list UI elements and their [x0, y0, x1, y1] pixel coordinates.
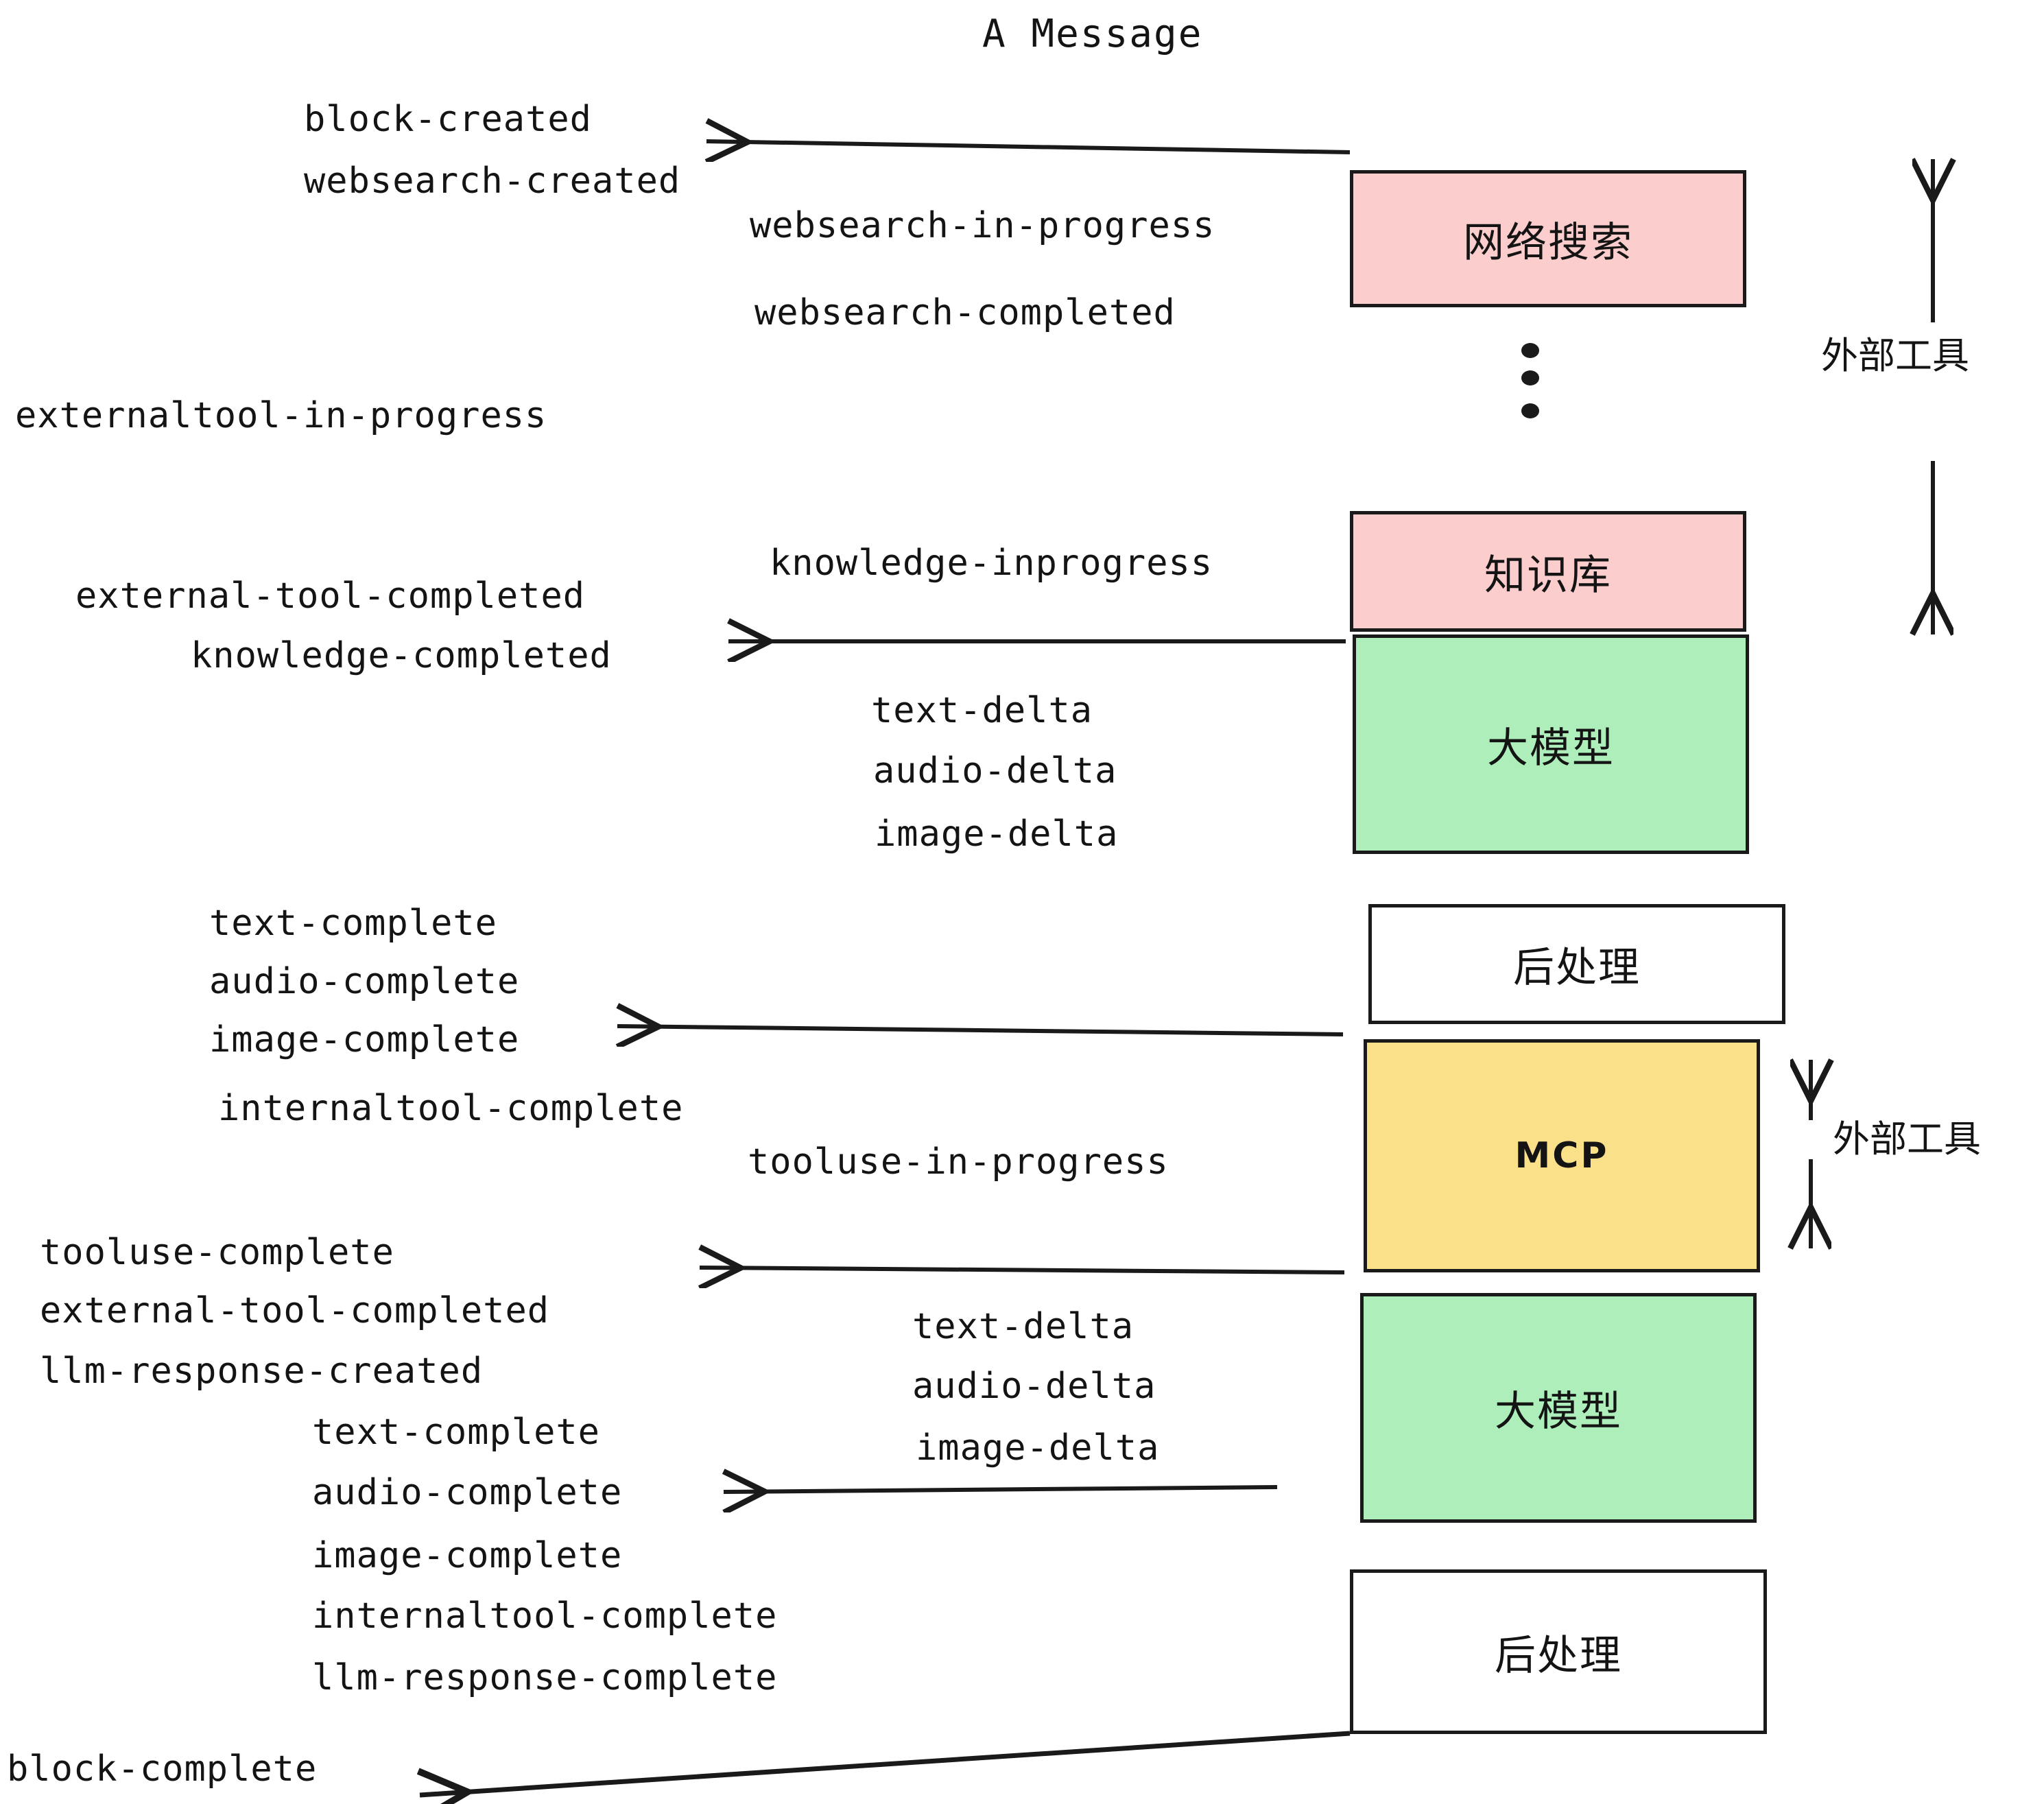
event-image-complete-1: image-complete — [209, 1019, 520, 1060]
node-llm-2-label: 大模型 — [1495, 1388, 1622, 1436]
arrow-mcp-to-tooluse — [700, 1268, 1345, 1272]
node-knowledge[interactable]: 知识库 — [1350, 511, 1746, 632]
event-websearch-in-progress: websearch-in-progress — [750, 205, 1215, 246]
node-postprocess-2[interactable]: 后处理 — [1350, 1569, 1767, 1734]
event-audio-delta-1: audio-delta — [873, 750, 1117, 792]
event-external-tool-completed-2: external-tool-completed — [40, 1290, 550, 1331]
node-llm-2[interactable]: 大模型 — [1360, 1293, 1757, 1523]
event-image-delta-1: image-delta — [875, 814, 1119, 855]
side-label-external-tools-bottom: 外部工具 — [1833, 1117, 1981, 1161]
ellipsis-dot-3 — [1521, 403, 1539, 418]
event-llm-response-created: llm-response-created — [40, 1351, 484, 1392]
event-audio-complete-1: audio-complete — [209, 961, 520, 1002]
event-image-complete-2: image-complete — [312, 1535, 623, 1576]
node-knowledge-label: 知识库 — [1484, 551, 1612, 600]
event-websearch-completed: websearch-completed — [754, 292, 1176, 333]
ellipsis-dot-1 — [1521, 343, 1539, 358]
diagram-title: A Message — [982, 12, 1203, 56]
event-internaltool-complete-1: internaltool-complete — [218, 1088, 684, 1129]
event-websearch-created: websearch-created — [304, 161, 681, 202]
node-mcp-label: MCP — [1514, 1135, 1609, 1176]
event-internaltool-complete-2: internaltool-complete — [312, 1595, 778, 1637]
event-image-delta-2: image-delta — [916, 1427, 1160, 1469]
event-text-delta-1: text-delta — [871, 690, 1093, 731]
node-llm-1-label: 大模型 — [1487, 724, 1615, 772]
node-postprocess-2-label: 后处理 — [1495, 1631, 1622, 1680]
event-knowledge-inprogress: knowledge-inprogress — [770, 543, 1213, 584]
event-audio-complete-2: audio-complete — [312, 1472, 623, 1513]
arrow-postprocess1-to-complete — [617, 1026, 1344, 1034]
event-tooluse-in-progress: tooluse-in-progress — [748, 1141, 1169, 1183]
arrow-llm2-to-audio-complete — [724, 1487, 1278, 1492]
event-tooluse-complete: tooluse-complete — [40, 1232, 394, 1273]
ellipsis-dot-2 — [1521, 370, 1539, 385]
event-externaltool-in-progress: externaltool-in-progress — [15, 395, 547, 436]
event-text-delta-2: text-delta — [912, 1306, 1134, 1347]
node-websearch-label: 网络搜索 — [1463, 218, 1633, 267]
arrow-postprocess2-to-block-complete — [420, 1731, 1351, 1795]
event-llm-response-complete: llm-response-complete — [312, 1657, 778, 1698]
side-label-external-tools-top: 外部工具 — [1821, 334, 1969, 377]
event-block-created: block-created — [304, 99, 592, 140]
node-websearch[interactable]: 网络搜索 — [1350, 170, 1746, 307]
event-text-complete-2: text-complete — [312, 1412, 600, 1453]
event-text-complete-1: text-complete — [209, 903, 497, 944]
node-postprocess-1-label: 后处理 — [1513, 944, 1641, 992]
event-knowledge-completed: knowledge-completed — [191, 635, 612, 676]
node-llm-1[interactable]: 大模型 — [1353, 634, 1749, 854]
event-audio-delta-2: audio-delta — [912, 1366, 1156, 1407]
arrow-websearch-to-created — [706, 141, 1351, 152]
event-block-complete: block-complete — [7, 1748, 318, 1790]
event-external-tool-completed-1: external-tool-completed — [75, 575, 586, 617]
node-mcp[interactable]: MCP — [1364, 1039, 1760, 1272]
node-postprocess-1[interactable]: 后处理 — [1368, 904, 1785, 1024]
